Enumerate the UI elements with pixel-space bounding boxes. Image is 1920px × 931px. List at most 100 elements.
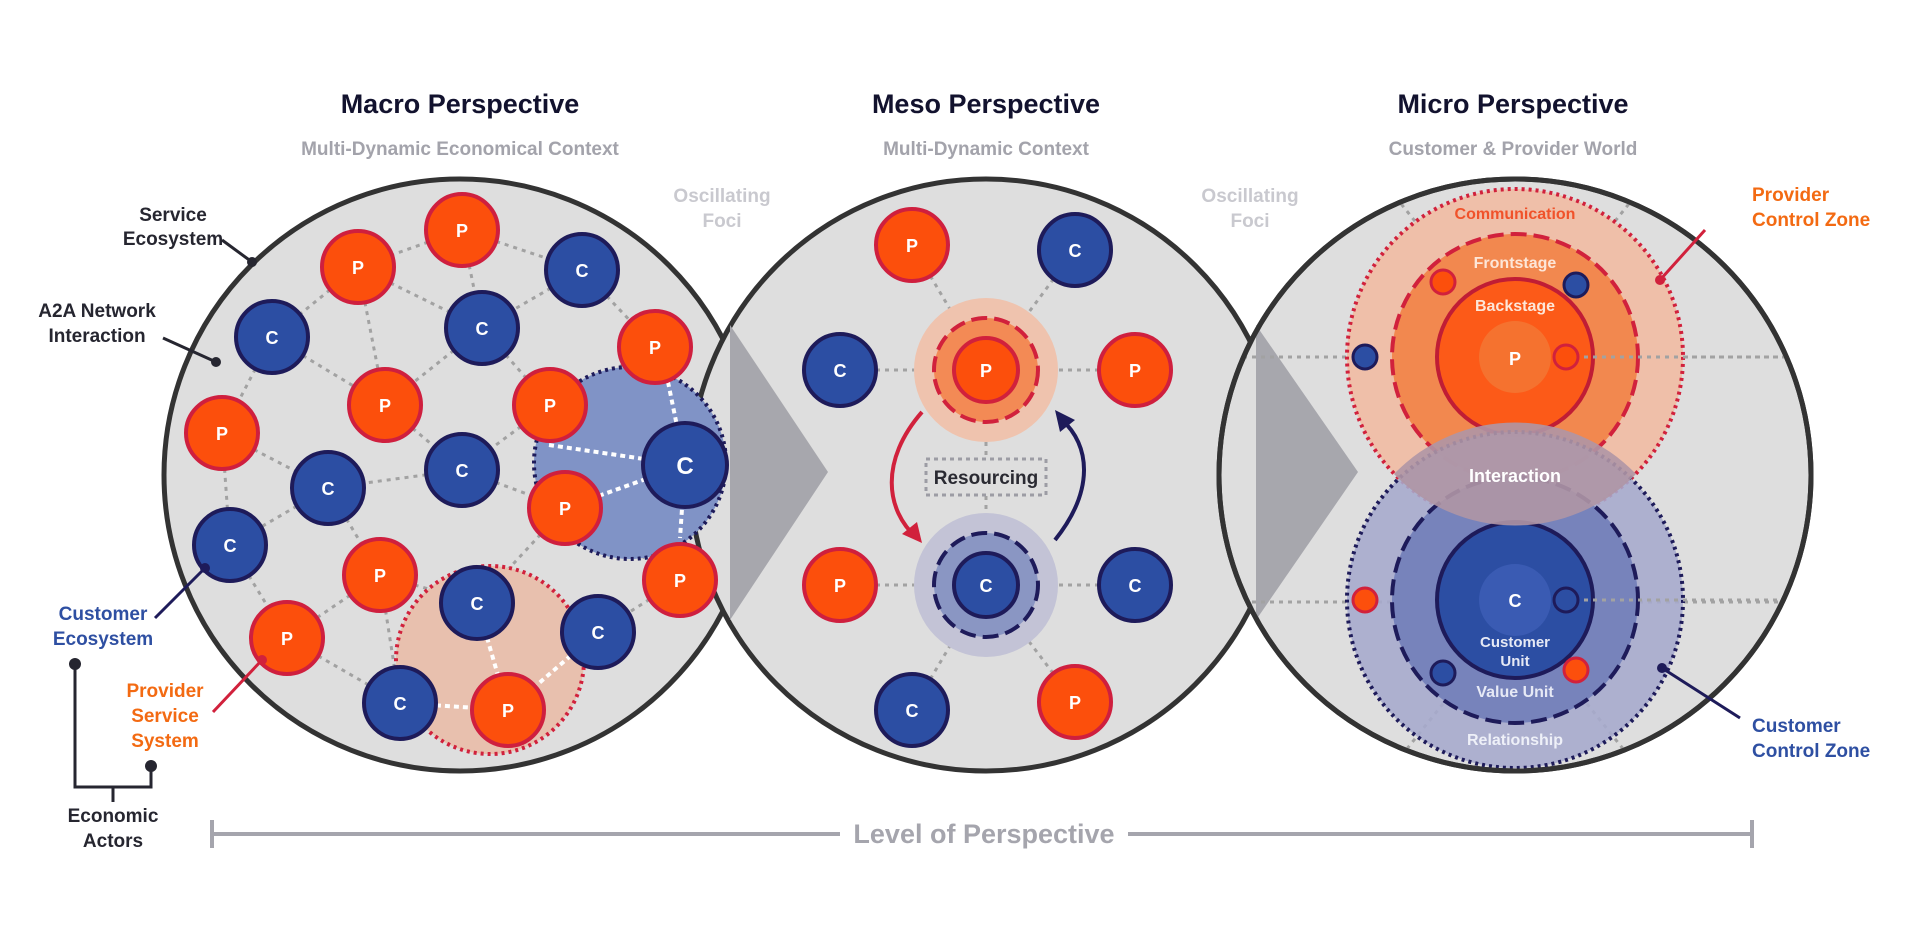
- meso-customer-letter: C: [980, 576, 993, 596]
- svg-text:P: P: [1129, 361, 1141, 381]
- macro-node-provider: P: [512, 367, 588, 443]
- provider-service-dot: [257, 655, 267, 665]
- level-of-perspective-label: Level of Perspective: [853, 819, 1114, 849]
- economic-actors-label-2: Actors: [83, 831, 143, 852]
- meso-resourcing-arrow-down: [889, 410, 924, 540]
- svg-text:P: P: [379, 396, 391, 416]
- oscillating-arrow-left: [730, 325, 828, 620]
- provider-service-label-1: Provider: [126, 681, 204, 702]
- meso-arrow-head-up: [1055, 410, 1075, 432]
- provider-service-label-2: Service: [131, 706, 199, 727]
- micro-inner-links: [1575, 355, 1805, 602]
- customer-ecosystem-label-2: Ecosystem: [53, 629, 153, 650]
- micro-small-customer-communication: [1351, 343, 1379, 371]
- macro-node-customer: C: [290, 450, 366, 526]
- meso-node-customer: C: [1037, 212, 1113, 288]
- micro-value-unit-label: Value Unit: [1476, 684, 1554, 701]
- micro-interaction-zone: [1394, 422, 1636, 526]
- service-ecosystem-label-1: Service: [139, 205, 207, 226]
- provider-control-leader: [1658, 228, 1707, 282]
- micro-small-customer-frontstage: [1562, 271, 1590, 299]
- meso-network-lines: [840, 244, 1135, 711]
- customer-control-label-1: Customer: [1752, 716, 1841, 737]
- meso-node-provider: P: [1037, 664, 1113, 740]
- micro-title: Micro Perspective: [1397, 89, 1628, 119]
- macro-subtitle: Multi-Dynamic Economical Context: [301, 139, 619, 160]
- micro-small-provider-frontstage: [1429, 268, 1457, 296]
- micro-provider-core: [1479, 321, 1551, 393]
- service-ecosystem-label-2: Ecosystem: [123, 229, 223, 250]
- macro-node-customer: C: [544, 232, 620, 308]
- svg-text:P: P: [649, 338, 661, 358]
- provider-control-label-2: Control Zone: [1752, 210, 1870, 231]
- provider-service-leader: [211, 658, 264, 714]
- a2a-label-2: Interaction: [48, 326, 145, 347]
- macro-node-provider: P: [184, 395, 260, 471]
- micro-subtitle: Customer & Provider World: [1389, 139, 1638, 160]
- svg-text:C: C: [592, 623, 605, 643]
- svg-text:P: P: [374, 566, 386, 586]
- svg-text:C: C: [476, 319, 489, 339]
- oscillating-foci-right-2: Foci: [1230, 211, 1269, 232]
- micro-small-provider-value: [1562, 656, 1590, 684]
- svg-text:P: P: [281, 629, 293, 649]
- macro-node-customer: C: [560, 594, 636, 670]
- svg-text:C: C: [1129, 576, 1142, 596]
- macro-node-customer: C: [192, 507, 268, 583]
- micro-customer-unit-label-2: Unit: [1500, 653, 1529, 670]
- macro-node-customer: C: [424, 432, 500, 508]
- svg-text:C: C: [394, 694, 407, 714]
- macro-node-provider: P: [642, 542, 718, 618]
- oscillating-foci-right-1: Oscillating: [1201, 186, 1298, 207]
- meso-node-customer: C: [874, 672, 950, 748]
- meso-provider-letter: P: [980, 361, 992, 381]
- micro-communication-label: Communication: [1455, 206, 1576, 223]
- svg-text:C: C: [576, 261, 589, 281]
- meso-title: Meso Perspective: [872, 89, 1100, 119]
- oscillating-foci-left-2: Foci: [702, 211, 741, 232]
- meso-node-provider: P: [802, 547, 878, 623]
- micro-customer-core: [1479, 564, 1551, 636]
- provider-control-dot: [1655, 275, 1665, 285]
- svg-text:P: P: [352, 258, 364, 278]
- macro-node-customer: C: [234, 299, 310, 375]
- macro-node-customer-large: C: [641, 421, 729, 509]
- svg-text:C: C: [471, 594, 484, 614]
- micro-small-provider-relationship: [1351, 586, 1379, 614]
- micro-small-customer-unit: [1552, 586, 1580, 614]
- macro-title: Macro Perspective: [341, 89, 580, 119]
- micro-frontstage-label: Frontstage: [1474, 255, 1557, 272]
- micro-interaction-label: Interaction: [1469, 466, 1561, 486]
- meso-provider-node: [952, 336, 1020, 404]
- micro-customer-letter: C: [1509, 591, 1522, 611]
- meso-customer-node: [952, 551, 1020, 619]
- macro-node-provider: P: [617, 309, 693, 385]
- micro-customer-unit-label-1: Customer: [1480, 634, 1550, 651]
- svg-text:P: P: [502, 701, 514, 721]
- macro-node-provider: P: [347, 367, 423, 443]
- economic-actors-dot-1: [69, 658, 81, 670]
- macro-node-provider: P: [249, 600, 325, 676]
- svg-text:P: P: [559, 499, 571, 519]
- customer-ecosystem-leader: [153, 566, 207, 620]
- micro-inner: [1225, 187, 1805, 771]
- svg-text:P: P: [456, 221, 468, 241]
- economic-actors-dot-2: [145, 760, 157, 772]
- macro-node-customer: C: [439, 565, 515, 641]
- svg-text:C: C: [1069, 241, 1082, 261]
- customer-control-leader: [1661, 666, 1741, 720]
- oscillating-arrow-right: [1256, 325, 1358, 620]
- micro-provider-letter: P: [1509, 349, 1521, 369]
- macro-node-provider: P: [527, 470, 603, 546]
- micro-circle-outline: [1216, 176, 1814, 774]
- svg-text:C: C: [834, 361, 847, 381]
- a2a-label-1: A2A Network: [38, 301, 156, 322]
- micro-relationship-label: Relationship: [1467, 732, 1563, 749]
- customer-control-dot: [1657, 663, 1667, 673]
- meso-resourcing-label: Resourcing: [934, 468, 1039, 489]
- a2a-dot: [211, 357, 221, 367]
- svg-text:P: P: [544, 396, 556, 416]
